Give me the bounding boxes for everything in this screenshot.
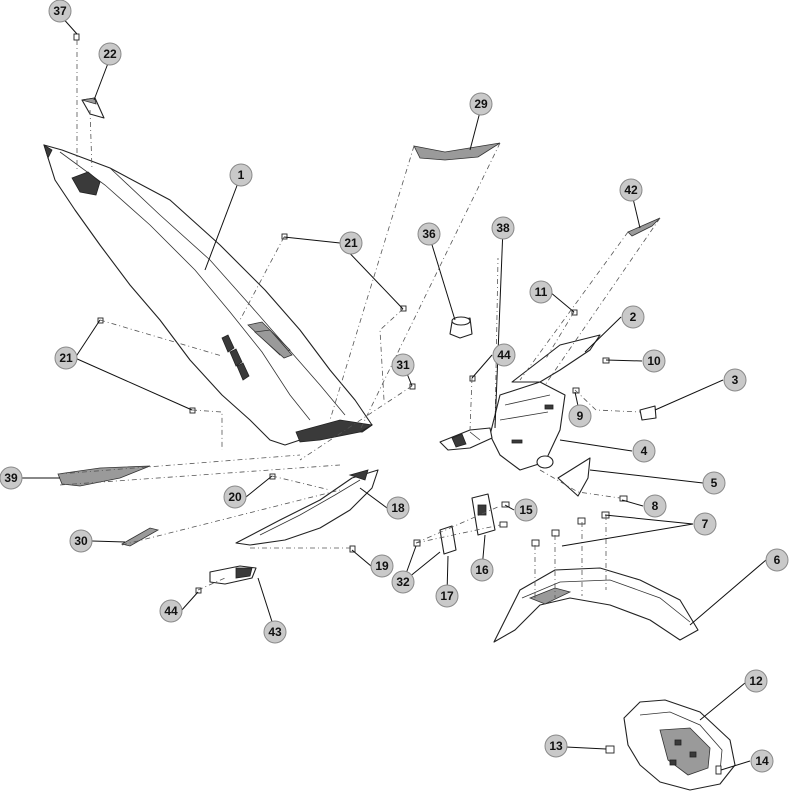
svg-text:1: 1: [238, 168, 245, 182]
svg-text:12: 12: [749, 674, 763, 688]
callout-21-left: 21: [54, 346, 78, 370]
part-12-disc-guard: [623, 699, 736, 791]
part-1-grille: [221, 321, 293, 381]
part-6-front-fender: [493, 567, 699, 643]
svg-text:17: 17: [440, 589, 454, 603]
callout-13: 13: [544, 734, 568, 758]
callout-18: 18: [386, 496, 410, 520]
svg-text:32: 32: [396, 575, 410, 589]
svg-text:10: 10: [647, 354, 661, 368]
callout-39: 39: [0, 466, 23, 490]
svg-text:36: 36: [422, 227, 436, 241]
callout-19: 19: [370, 554, 394, 578]
svg-text:44: 44: [164, 604, 178, 618]
callout-22: 22: [98, 42, 122, 66]
callout-31: 31: [391, 353, 415, 377]
callout-1: 1: [229, 163, 253, 187]
svg-text:15: 15: [519, 503, 533, 517]
callout-37: 37: [48, 0, 72, 23]
assembly-lines: [57, 40, 661, 600]
callout-16: 16: [470, 558, 494, 582]
svg-text:9: 9: [577, 409, 584, 423]
callout-12: 12: [744, 669, 768, 693]
callout-29: 29: [469, 92, 493, 116]
part-17-bracket: [439, 525, 457, 555]
callout-21-top: 21: [339, 231, 363, 255]
svg-text:2: 2: [630, 310, 637, 324]
svg-text:20: 20: [228, 490, 242, 504]
callout-15: 15: [514, 498, 538, 522]
svg-text:3: 3: [732, 373, 739, 387]
svg-text:18: 18: [391, 501, 405, 515]
part-37-screw: [73, 33, 80, 41]
svg-text:19: 19: [375, 559, 389, 573]
svg-text:39: 39: [4, 471, 18, 485]
svg-text:44: 44: [497, 348, 511, 362]
callout-7: 7: [693, 512, 717, 536]
part-16-bracket: [471, 493, 496, 536]
callout-30: 30: [69, 529, 93, 553]
callout-14: 14: [750, 749, 774, 773]
svg-text:21: 21: [59, 351, 73, 365]
svg-text:6: 6: [774, 553, 781, 567]
callout-42: 42: [619, 178, 643, 202]
callout-6: 6: [765, 548, 789, 572]
part-38-bracket: [439, 427, 493, 451]
callout-36: 36: [417, 222, 441, 246]
svg-text:31: 31: [396, 358, 410, 372]
part-30-decal: [120, 527, 160, 547]
svg-text:5: 5: [711, 476, 718, 490]
svg-text:8: 8: [652, 499, 659, 513]
callout-38: 38: [491, 216, 515, 240]
svg-text:21: 21: [344, 236, 358, 250]
callout-5: 5: [702, 471, 726, 495]
part-39-decal: [57, 465, 151, 487]
svg-text:16: 16: [475, 563, 489, 577]
part-29-decal: [413, 142, 501, 161]
leader-lines: [21, 14, 767, 771]
svg-text:30: 30: [74, 534, 88, 548]
svg-text:7: 7: [702, 517, 709, 531]
part-42-decal: [627, 217, 661, 237]
svg-text:4: 4: [641, 444, 648, 458]
svg-text:38: 38: [496, 221, 510, 235]
callout-11: 11: [529, 280, 553, 304]
part-5-bracket: [557, 457, 591, 497]
svg-text:22: 22: [103, 47, 117, 61]
part-18-lower-fairing: [235, 469, 379, 546]
part-1-side-fairing: [43, 144, 374, 446]
callout-20: 20: [223, 485, 247, 509]
part-36-cap: [449, 316, 473, 339]
callout-8: 8: [643, 494, 667, 518]
callout-2: 2: [621, 305, 645, 329]
callout-9: 9: [568, 404, 592, 428]
callout-3: 3: [723, 368, 747, 392]
callout-32: 32: [391, 570, 415, 594]
part-3-plate: [639, 405, 657, 421]
part-2-4-headlight-mask: [489, 334, 601, 471]
svg-text:13: 13: [549, 739, 563, 753]
svg-text:14: 14: [755, 754, 769, 768]
callout-43: 43: [263, 620, 287, 644]
callout-17: 17: [435, 584, 459, 608]
callout-44-top: 44: [492, 343, 516, 367]
callout-10: 10: [642, 349, 666, 373]
svg-text:29: 29: [474, 97, 488, 111]
svg-text:11: 11: [535, 285, 548, 299]
svg-text:37: 37: [53, 4, 67, 18]
callout-44-bottom: 44: [159, 599, 183, 623]
svg-text:43: 43: [268, 625, 282, 639]
svg-text:42: 42: [624, 183, 638, 197]
callout-4: 4: [632, 439, 656, 463]
